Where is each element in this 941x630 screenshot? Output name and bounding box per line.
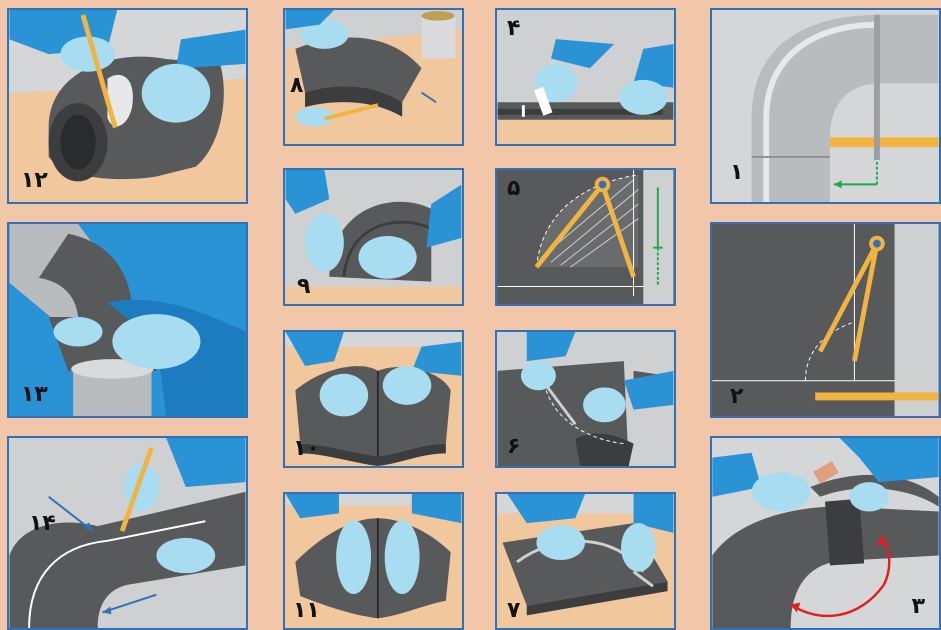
step-6-panel: ۶ xyxy=(495,330,676,468)
step-3-panel: ۳ xyxy=(710,436,941,630)
step-number: ۳ xyxy=(912,596,925,618)
step-number: ۴ xyxy=(507,18,520,40)
step-4-illustration xyxy=(497,10,674,144)
step-number: ۱ xyxy=(730,162,743,184)
step-number: ۶ xyxy=(507,436,520,458)
step-2-panel: ۲ xyxy=(710,222,941,418)
step-number: ۵ xyxy=(507,178,520,200)
step-7-illustration xyxy=(497,494,674,628)
step-8-illustration xyxy=(285,10,462,144)
step-5-illustration xyxy=(497,170,674,304)
step-number: ۱۱ xyxy=(293,600,320,622)
step-4-panel: ۴ xyxy=(495,8,676,146)
step-number: ۱۲ xyxy=(21,170,48,192)
step-number: ۲ xyxy=(730,386,743,408)
step-number: ۸ xyxy=(290,75,303,97)
step-1-illustration xyxy=(712,10,939,202)
step-number: ۱۰ xyxy=(293,438,320,460)
step-number: ۱۳ xyxy=(21,384,48,406)
step-11-panel: ۱۱ xyxy=(283,492,464,630)
step-10-panel: ۱۰ xyxy=(283,330,464,468)
step-9-panel: ۹ xyxy=(283,168,464,306)
step-13-panel: ۱۳ xyxy=(7,222,248,418)
step-2-illustration xyxy=(712,224,939,416)
step-number: ۱۴ xyxy=(29,513,56,535)
step-7-panel: ۷ xyxy=(495,492,676,630)
step-12-panel: ۱۲ xyxy=(7,8,248,204)
step-6-illustration xyxy=(497,332,674,466)
step-9-illustration xyxy=(285,170,462,304)
step-14-panel: ۱۴ xyxy=(7,436,248,630)
step-1-panel: ۱ xyxy=(710,8,941,204)
step-3-illustration xyxy=(712,438,939,628)
step-number: ۷ xyxy=(507,600,520,622)
step-number: ۹ xyxy=(297,276,310,298)
step-5-panel: ۵ xyxy=(495,168,676,306)
step-8-panel: ۸ xyxy=(283,8,464,146)
